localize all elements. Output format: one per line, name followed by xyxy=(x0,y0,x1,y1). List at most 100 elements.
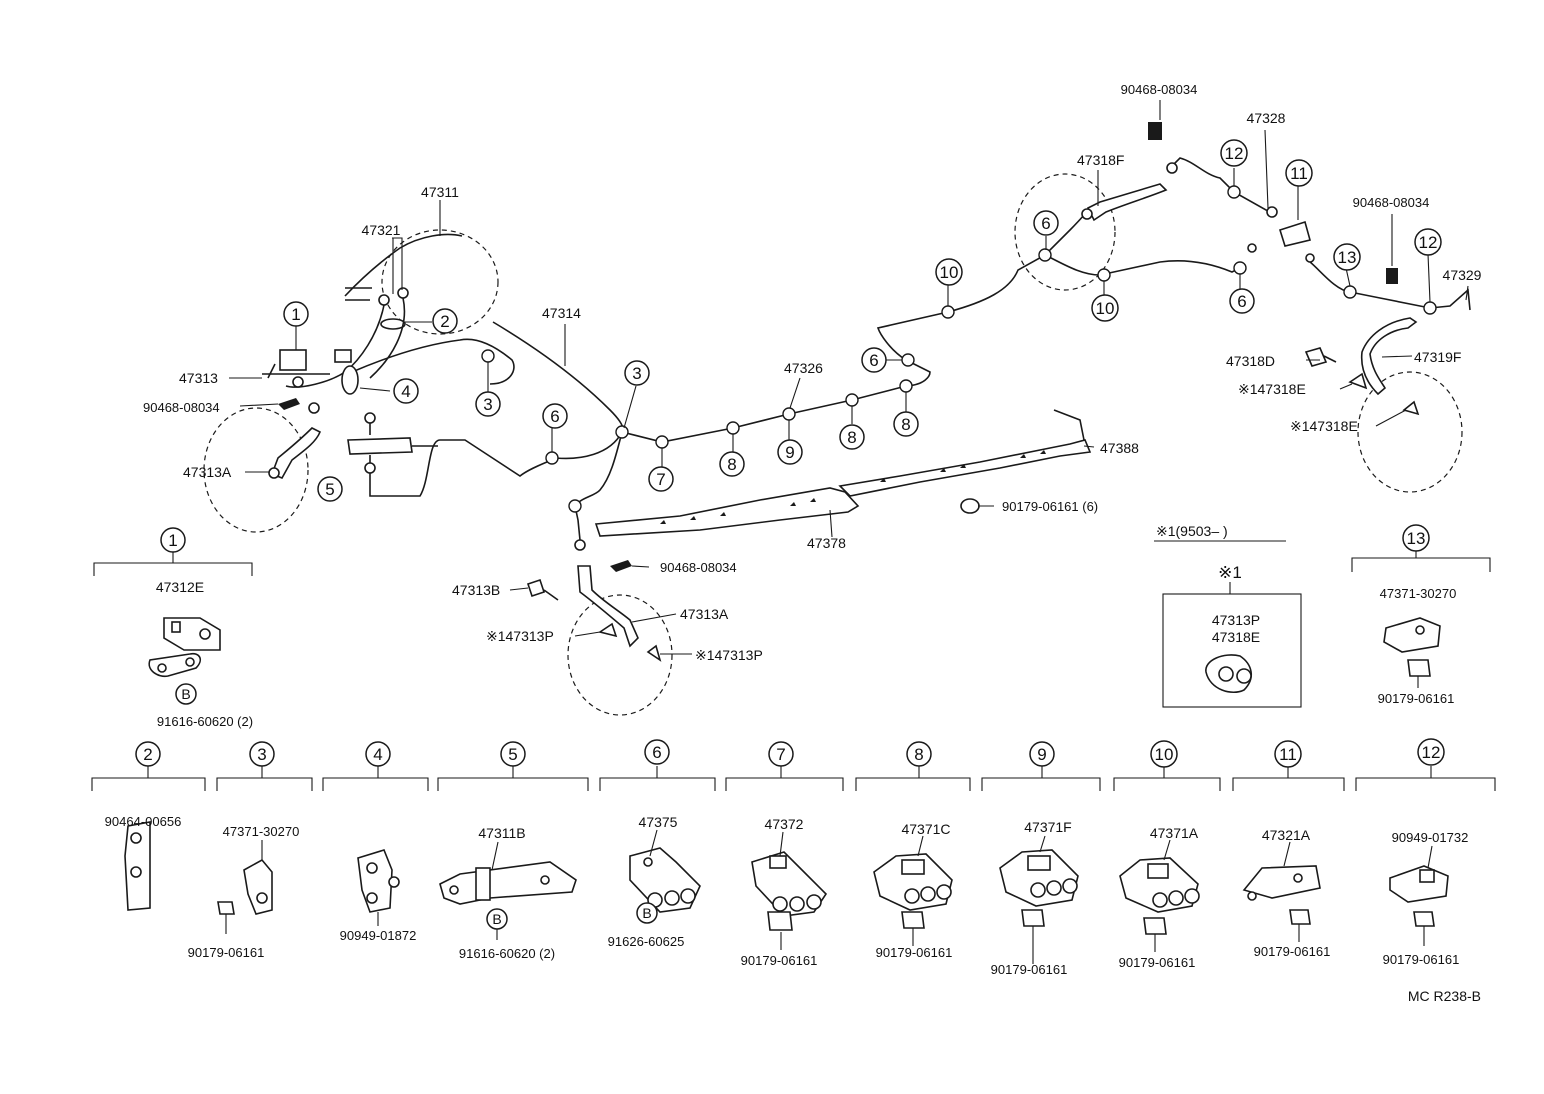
label-47378: 47378 xyxy=(807,535,846,551)
union-nut xyxy=(308,402,320,414)
bracket-5-icon xyxy=(439,861,577,905)
union-nut xyxy=(1166,162,1178,174)
callout-10: 10 xyxy=(1150,740,1178,768)
label-90949-01732: 90949-01732 xyxy=(1392,830,1469,845)
valve-fitting xyxy=(292,376,304,388)
callout-1: 1 xyxy=(160,527,186,553)
detail-1 xyxy=(93,552,253,678)
pipe-47314 xyxy=(555,431,623,460)
valve-ring xyxy=(341,365,359,395)
svg-text:8: 8 xyxy=(901,415,910,434)
callout-8: 8 xyxy=(893,411,919,437)
grommet-icon xyxy=(1289,909,1311,925)
flex-hose-47318F xyxy=(1086,183,1168,222)
svg-text:6: 6 xyxy=(869,351,878,370)
diagram-id: MC R238-B xyxy=(1408,988,1481,1004)
svg-text:13: 13 xyxy=(1338,248,1357,267)
grommet xyxy=(960,498,980,514)
label-47371F: 47371F xyxy=(1024,819,1071,835)
detail-13 xyxy=(1351,550,1491,688)
bracket-11 xyxy=(1278,220,1311,247)
svg-text:8: 8 xyxy=(847,428,856,447)
label-90179-06161: 90179-06161 xyxy=(1383,952,1460,967)
callout-2: 2 xyxy=(432,308,458,334)
callout-6: 6 xyxy=(542,403,568,429)
rail-hatching xyxy=(660,450,1046,524)
callout-9: 9 xyxy=(1029,741,1055,767)
callouts: 1 2 3 4 5 6 3 7 8 9 8 8 6 10 6 10 6 12 1… xyxy=(135,139,1445,768)
label-47375: 47375 xyxy=(639,814,678,830)
master-cylinder-body xyxy=(344,233,463,297)
svg-text:3: 3 xyxy=(632,364,641,383)
svg-text:B: B xyxy=(181,686,190,702)
callout-11: 11 xyxy=(1274,740,1302,768)
svg-text:12: 12 xyxy=(1422,743,1441,762)
svg-text:10: 10 xyxy=(940,263,959,282)
callout-6: 6 xyxy=(1229,288,1255,314)
label-47371-30270: 47371-30270 xyxy=(223,824,300,839)
label-47371C: 47371C xyxy=(901,821,950,837)
label-90179-06161: 90179-06161 xyxy=(1254,944,1331,959)
callout-12: 12 xyxy=(1417,738,1445,766)
label-90468-08034: 90468-08034 xyxy=(1121,82,1198,97)
callout-8: 8 xyxy=(906,741,932,767)
rear-center-assembly xyxy=(526,539,673,716)
pipe-47329 xyxy=(1309,261,1471,311)
clamp-12-icon xyxy=(1389,865,1449,903)
callout-9: 9 xyxy=(777,439,803,465)
callout-6: 6 xyxy=(861,347,887,373)
label-47371A: 47371A xyxy=(1150,825,1199,841)
three-way-joint xyxy=(347,437,413,455)
valve-bolt xyxy=(334,349,352,363)
svg-text:8: 8 xyxy=(727,455,736,474)
svg-text:8: 8 xyxy=(914,745,923,764)
svg-text:1: 1 xyxy=(168,531,177,550)
label-47311: 47311 xyxy=(421,184,459,200)
svg-text:3: 3 xyxy=(257,745,266,764)
note-frame xyxy=(1162,593,1302,708)
callout-2: 2 xyxy=(135,741,161,767)
label-47319F: 47319F xyxy=(1414,349,1461,365)
label-91616-60620-2: 91616-60620 (2) xyxy=(157,714,253,729)
label-47313: 47313 xyxy=(179,370,218,386)
label-47312E: 47312E xyxy=(156,579,204,595)
callout-6: 6 xyxy=(644,739,670,765)
label-90468-08034: 90468-08034 xyxy=(143,400,220,415)
svg-text:10: 10 xyxy=(1155,745,1174,764)
svg-text:7: 7 xyxy=(656,470,665,489)
callout-11: 11 xyxy=(1285,159,1313,187)
union-nut xyxy=(1305,253,1315,263)
bottom-detail-frames xyxy=(91,766,1496,791)
label-90464-00656: 90464-00656 xyxy=(105,814,182,829)
clip-icon xyxy=(610,560,632,572)
callout-10: 10 xyxy=(935,258,963,286)
main-pipes xyxy=(555,157,1471,541)
grommet xyxy=(380,318,406,330)
callout-5: 5 xyxy=(317,476,343,502)
svg-text:4: 4 xyxy=(373,745,382,764)
label-147318E: ※147318E xyxy=(1238,381,1306,397)
label-47313A: 47313A xyxy=(680,606,729,622)
proportioning-valve xyxy=(279,349,307,371)
gasket-icon xyxy=(646,644,662,662)
leader-lines xyxy=(229,100,1469,655)
rails xyxy=(594,409,1092,537)
grommet-icon xyxy=(217,901,235,915)
rail-bracket xyxy=(1053,409,1085,441)
label-47313A: 47313A xyxy=(183,464,232,480)
callout-8: 8 xyxy=(839,424,865,450)
label-47329: 47329 xyxy=(1443,267,1482,283)
badge-b: B xyxy=(636,902,658,924)
note-box xyxy=(1154,540,1302,708)
svg-text:12: 12 xyxy=(1419,233,1438,252)
rear-right-assembly xyxy=(1014,122,1463,493)
gasket-icon xyxy=(1402,400,1420,416)
label-90179-06161-6: 90179-06161 (6) xyxy=(1002,499,1098,514)
pipe-47328 xyxy=(1167,157,1276,213)
label-90179-06161: 90179-06161 xyxy=(1378,691,1455,706)
label-47318E: 47318E xyxy=(1212,629,1260,645)
b-badges: B B B xyxy=(175,683,658,930)
callout-3: 3 xyxy=(249,741,275,767)
label-91626-60625: 91626-60625 xyxy=(608,934,685,949)
